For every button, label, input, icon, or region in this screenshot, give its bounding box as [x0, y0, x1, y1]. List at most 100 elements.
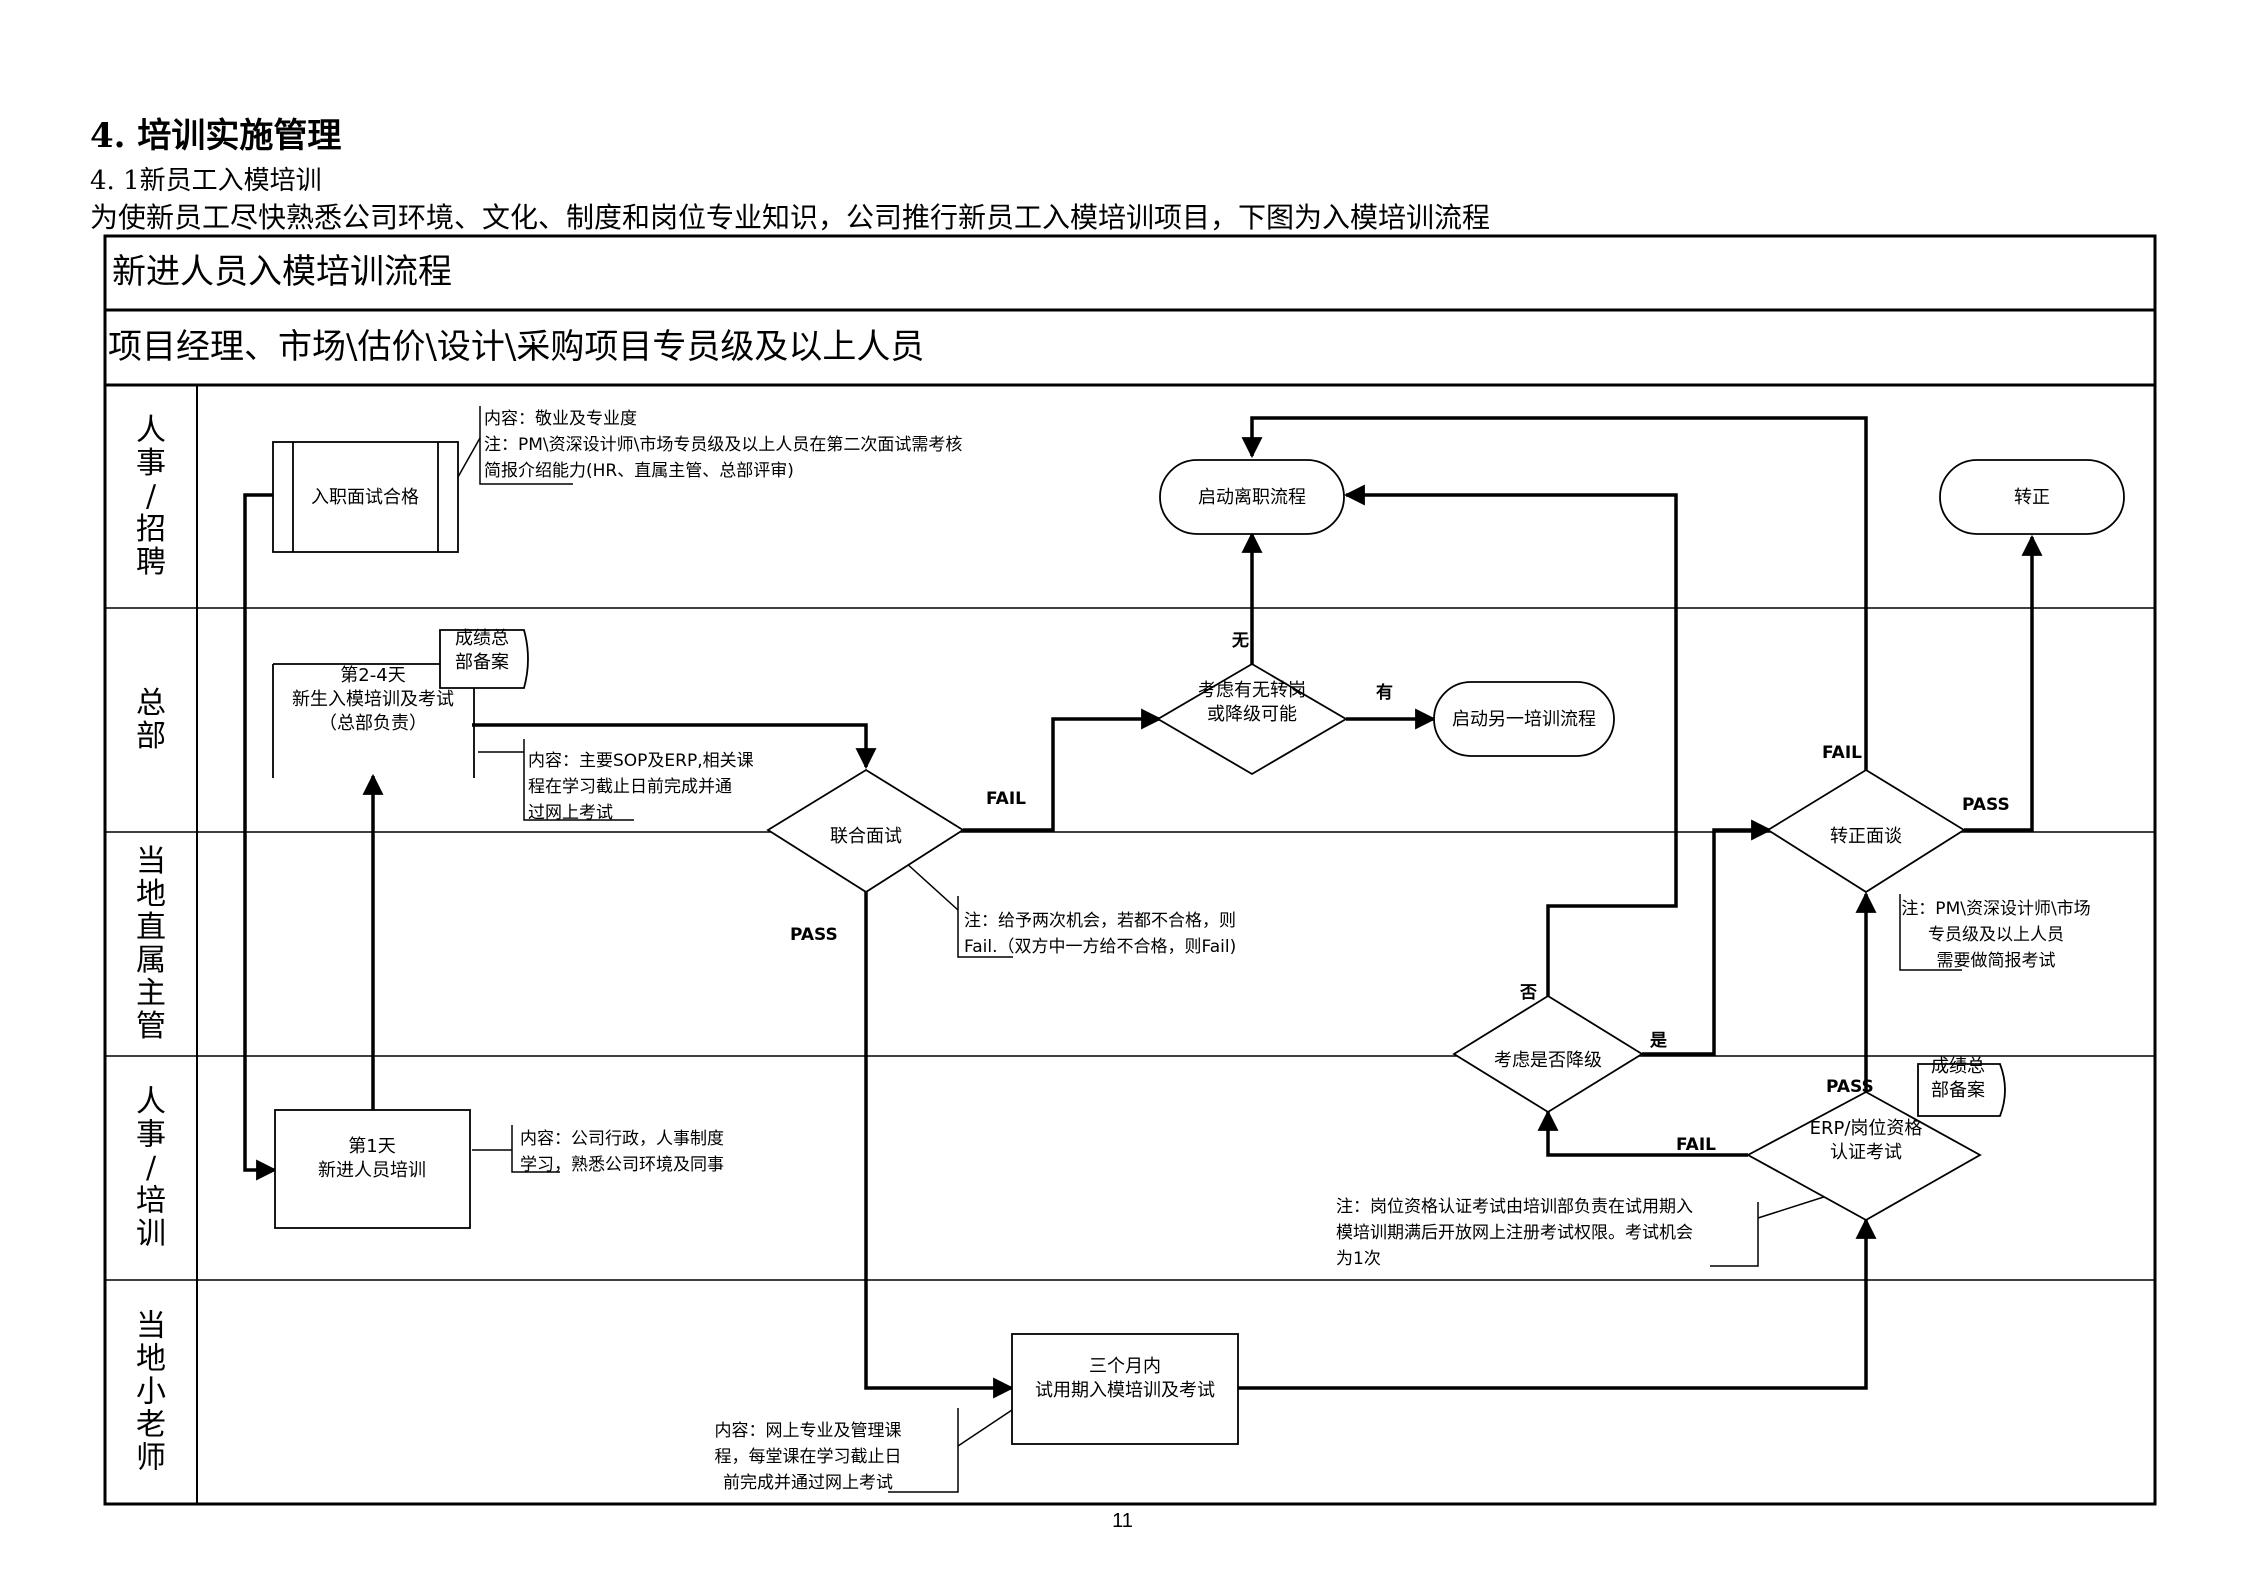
edge-label: 无	[1231, 631, 1249, 651]
lane-label-char: 老	[136, 1408, 166, 1443]
node-label: 试用期入模培训及考试	[1035, 1380, 1215, 1401]
note-text: 内容：公司行政，人事制度	[520, 1129, 724, 1149]
lane-label-char: 主	[136, 976, 166, 1011]
start-other-terminator	[1433, 681, 1615, 757]
lane-label-char: 总	[136, 686, 166, 721]
note-text: 学习，熟悉公司环境及同事	[520, 1154, 724, 1175]
lane-label-char: 师	[136, 1441, 166, 1476]
interview-pass-box	[272, 441, 459, 553]
node-labels: 入职面试合格启动离职流程转正第2-4天新生入模培训及考试（总部负责）成绩总部备案…	[292, 487, 2050, 1401]
node-label: 部备案	[1931, 1080, 1985, 1101]
note-text: 简报介绍能力(HR、直属主管、总部评审)	[484, 461, 794, 481]
lane-label-char: 小	[136, 1375, 166, 1410]
subsection-heading: 4. 1新员工入模培训	[90, 166, 322, 196]
lane-label-char: 地	[136, 877, 166, 912]
shapes	[272, 441, 2125, 1445]
node-label: ERP/岗位资格	[1810, 1118, 1923, 1139]
lane-label-char: 事	[136, 446, 166, 481]
note-text: 为1次	[1336, 1249, 1381, 1269]
hq-record-1-box	[439, 629, 529, 689]
node-label: 认证考试	[1830, 1142, 1902, 1163]
note-text: 内容：敬业及专业度	[484, 409, 637, 429]
node-label: 启动离职流程	[1198, 487, 1306, 508]
edge-label: 有	[1376, 682, 1393, 703]
lane-label-char: 人	[136, 413, 166, 448]
hq-record-2-box	[1917, 1063, 2006, 1117]
flow-title: 新进人员入模培训流程	[112, 252, 452, 292]
start-leave-terminator	[1159, 459, 1345, 535]
edge-label: FAIL	[1822, 743, 1862, 763]
lane-label-char: /	[146, 479, 157, 514]
edge-label: PASS	[1826, 1077, 1874, 1097]
node-label: 成绩总	[455, 628, 509, 649]
note-brackets	[457, 406, 1962, 1493]
intro-paragraph: 为使新员工尽快熟悉公司环境、文化、制度和岗位专业知识，公司推行新员工入模培训项目…	[90, 201, 1491, 234]
lane-label-char: 当	[136, 1309, 166, 1344]
edge-label: FAIL	[1676, 1135, 1716, 1155]
note-text: 前完成并通过网上考试	[723, 1473, 893, 1493]
node-label: 转正面谈	[1830, 826, 1902, 847]
note-text: Fail.（双方中一方给不合格，则Fail)	[964, 937, 1236, 957]
regular-interview-diamond	[1766, 768, 1966, 894]
node-label: 第1天	[348, 1136, 395, 1157]
lane-label-char: 部	[136, 719, 166, 754]
consider-demote-diamond	[1452, 994, 1644, 1114]
lane-label-char: 聘	[136, 545, 166, 580]
lane-label-char: 直	[136, 910, 166, 945]
note-text: 模培训期满后开放网上注册考试权限。考试机会	[1336, 1223, 1693, 1243]
joint-interview-diamond	[766, 768, 965, 894]
node-label: 新进人员培训	[318, 1160, 426, 1181]
page-number: 11	[1112, 1510, 1133, 1532]
node-label: 启动另一培训流程	[1452, 709, 1596, 730]
note-text: 程在学习截止日前完成并通	[528, 777, 732, 797]
note-text: 过网上考试	[528, 803, 613, 823]
node-label: 部备案	[455, 652, 509, 673]
lane-label-char: 训	[136, 1217, 166, 1252]
note-text: 注：PM\资深设计师\市场	[1901, 899, 2090, 919]
node-label: 入职面试合格	[311, 487, 419, 508]
lane-label-char: 地	[136, 1342, 166, 1377]
erp-exam-diamond	[1746, 1090, 1982, 1222]
note-text: 内容：网上专业及管理课	[715, 1421, 902, 1441]
note-text: 程，每堂课在学习截止日	[715, 1447, 902, 1467]
node-label: （总部负责）	[319, 713, 427, 734]
lane-label-char: 管	[136, 1009, 166, 1044]
consider-transfer-diamond	[1156, 662, 1348, 776]
scope-row: 项目经理、市场\估价\设计\采购项目专员级及以上人员	[108, 327, 924, 367]
node-label: 第2-4天	[340, 665, 405, 686]
note-text: 需要做简报考试	[1937, 951, 2056, 971]
edge-labels: 无有 FAIL PASS FAIL PASS 否是 PASS FAIL	[790, 631, 2010, 1155]
node-label: 三个月内	[1089, 1356, 1161, 1377]
edge-label: PASS	[1962, 795, 2010, 815]
note-text: 注：给予两次机会，若都不合格，则	[964, 911, 1236, 931]
edge-label: 是	[1650, 1031, 1667, 1051]
node-label: 考虑有无转岗	[1198, 680, 1306, 701]
table-frame	[103, 234, 2157, 1506]
note-text: 注：岗位资格认证考试由培训部负责在试用期入	[1336, 1197, 1693, 1217]
node-label: 联合面试	[830, 826, 902, 847]
lane-label-char: 人	[136, 1085, 166, 1120]
node-label: 或降级可能	[1207, 704, 1297, 725]
node-label: 转正	[2014, 487, 2050, 508]
lane-label-char: 属	[136, 943, 166, 978]
lane-label-char: 培	[136, 1184, 166, 1219]
node-label: 新生入模培训及考试	[292, 689, 454, 710]
edge-label: PASS	[790, 925, 838, 945]
lane-label-char: 招	[136, 512, 166, 547]
note-text: 专员级及以上人员	[1928, 925, 2064, 945]
connectors	[243, 416, 2043, 1399]
edge-label: 否	[1519, 983, 1537, 1003]
section-heading: 4. 培训实施管理	[90, 116, 342, 156]
node-label: 考虑是否降级	[1494, 1050, 1602, 1071]
day1-training-box	[274, 1109, 471, 1229]
note-labels: 内容：敬业及专业度注：PM\资深设计师\市场专员级及以上人员在第二次面试需考核简…	[484, 409, 2091, 1493]
lane-label-char: 事	[136, 1118, 166, 1153]
note-text: 注：PM\资深设计师\市场专员级及以上人员在第二次面试需考核	[484, 435, 962, 455]
edge-label: FAIL	[986, 789, 1026, 809]
note-text: 内容：主要SOP及ERP,相关课	[528, 751, 754, 771]
regularize-terminator	[1939, 459, 2125, 535]
lane-label-char: 当	[136, 844, 166, 879]
node-label: 成绩总	[1931, 1056, 1985, 1077]
